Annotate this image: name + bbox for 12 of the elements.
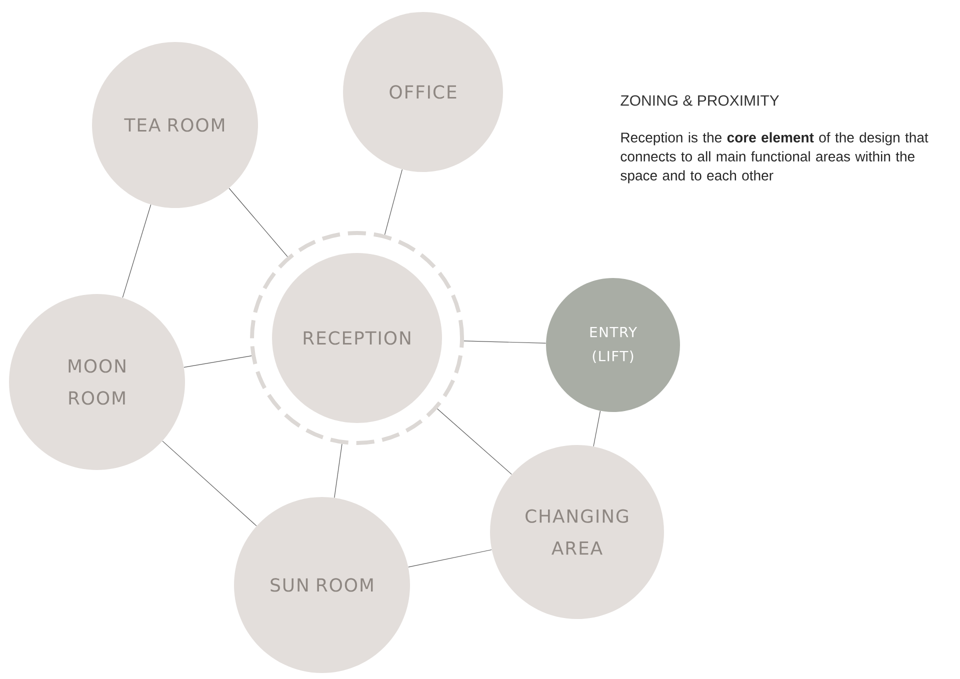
connector-line (384, 169, 403, 235)
connector-line (122, 204, 152, 298)
connector-line (184, 356, 252, 368)
description-text: Reception is the core element of the design that connects to all main functional areas within the space and to each other (620, 132, 928, 184)
connector-line (593, 410, 601, 447)
connector-line (436, 408, 512, 475)
connector-line (464, 340, 546, 344)
connector-line (334, 444, 342, 498)
connector-line (408, 549, 492, 568)
heading: ZONING & PROXIMITY (620, 95, 780, 106)
connector-line (162, 440, 257, 526)
connector-line (228, 188, 288, 257)
